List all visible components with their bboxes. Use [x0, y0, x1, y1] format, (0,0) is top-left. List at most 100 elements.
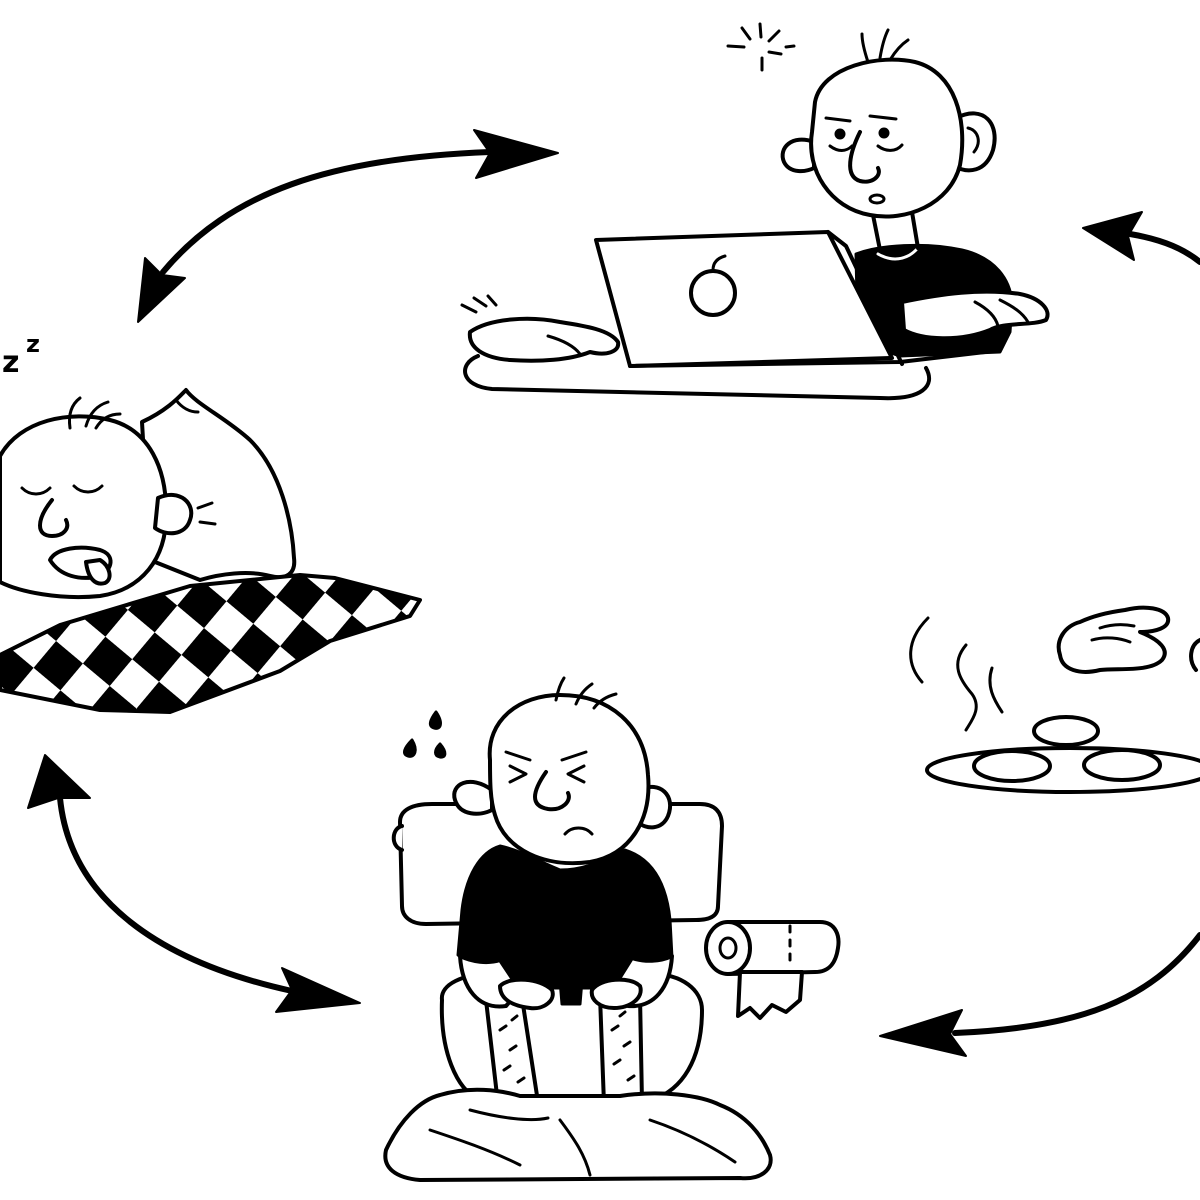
- eating-scene: [909, 605, 1200, 794]
- steam-line: [956, 643, 978, 732]
- finger-line: [1090, 636, 1132, 644]
- partial-hand-edge: [1189, 638, 1200, 672]
- arrow-head-to-toilet: [879, 1009, 967, 1057]
- steam-line: [909, 616, 930, 684]
- arrow-eat-toilet-shaft: [952, 932, 1200, 1036]
- sleeper-closed-eye: [20, 486, 52, 496]
- spark-line: [767, 29, 781, 43]
- toilet-flush-handle: [391, 824, 404, 852]
- left-hand: [498, 977, 555, 1011]
- spark-line: [767, 50, 783, 56]
- laptop-lid: [594, 230, 894, 368]
- pants-fold: [558, 1118, 592, 1177]
- desk-surface-outline: [463, 354, 932, 401]
- laptop-base-edge: [628, 350, 987, 368]
- leg-hair: [498, 1014, 526, 1084]
- right-leg: [598, 994, 644, 1106]
- right-hand: [589, 977, 643, 1010]
- worker-nose: [848, 130, 881, 184]
- toilet-person-hair-strand: [574, 682, 594, 706]
- food-item: [1032, 715, 1100, 747]
- typing-motion-line: [472, 296, 488, 308]
- toilet-paper-roll-end: [704, 920, 752, 976]
- cycle-arrows: [27, 129, 1200, 1057]
- finger-line: [1098, 623, 1136, 630]
- worker-hair-strand: [860, 32, 870, 64]
- checkered-blanket: [0, 573, 422, 714]
- spark-line: [726, 44, 746, 49]
- toilet-person-left-brow: [504, 750, 532, 762]
- worker-neck-right: [910, 210, 920, 250]
- finger-line: [998, 298, 1030, 324]
- laptop-worker-scene: [460, 22, 1050, 401]
- worker-right-brow: [868, 114, 898, 121]
- leg-hair: [610, 1010, 636, 1082]
- toilet-person-hair-strand: [592, 692, 618, 710]
- arrow-head-to-work-right: [1082, 211, 1143, 261]
- sleeping-scene: z z: [0, 330, 422, 714]
- sleeper-tongue: [84, 558, 112, 586]
- sleep-z-mark: z: [2, 345, 19, 380]
- typing-motion-line: [486, 294, 498, 307]
- worker-hair-strand: [878, 28, 890, 60]
- spark-line: [740, 26, 752, 41]
- worker-eye-bag: [828, 144, 854, 152]
- arrow-sleep-toilet-shaft: [57, 795, 295, 994]
- arrow-head-to-work: [473, 129, 559, 179]
- sleeper-hair-strand: [68, 396, 82, 430]
- sweat-drop-icon: [403, 738, 417, 758]
- toilet-paper-icon: [704, 920, 841, 1020]
- steam-line: [988, 666, 1004, 714]
- worker-eye-bag: [876, 143, 904, 152]
- spark-line: [784, 44, 796, 49]
- typing-motion-line: [460, 303, 478, 314]
- finger-line: [973, 300, 1000, 328]
- toilet-paper-sheet: [736, 970, 804, 1020]
- eating-hand: [1056, 605, 1171, 674]
- arrow-head-to-sleep: [137, 257, 186, 323]
- worker-collar: [876, 248, 918, 261]
- arrow-sleep-work-shaft: [160, 149, 493, 275]
- worker-inner-ear: [966, 126, 980, 154]
- food-item: [1082, 748, 1162, 782]
- toilet-person-frown: [563, 826, 594, 836]
- pants-fold: [468, 1108, 550, 1122]
- food-item: [972, 749, 1052, 783]
- toilet-person-squint-eye: [508, 764, 528, 784]
- sleeper-hair-strand: [84, 400, 110, 428]
- toilet-paper-roll-body: [726, 920, 841, 976]
- laptop-lid-edge: [826, 230, 904, 366]
- toilet-person-hair-strand: [554, 676, 566, 702]
- arrow-eat-work-shaft: [1127, 231, 1200, 265]
- worker-left-hand: [467, 316, 621, 363]
- arrow-head-to-toilet-left: [275, 967, 361, 1013]
- toilet-person-neck: [538, 858, 543, 882]
- worker-right-ear: [952, 111, 997, 173]
- pillow-tuft: [174, 398, 200, 414]
- worker-left-brow: [824, 116, 852, 123]
- toilet-person-squint-eye: [566, 764, 586, 784]
- worker-head: [809, 57, 965, 219]
- toilet-person-left-ear: [452, 779, 494, 816]
- stress-spark-icon: [726, 22, 796, 72]
- arrow-head-to-sleep-bottom: [27, 754, 91, 809]
- pants-fold: [428, 1128, 522, 1167]
- worker-mouth: [868, 193, 886, 205]
- toilet-person-nose: [533, 770, 571, 812]
- toilet-person-right-brow: [560, 750, 588, 762]
- snore-line: [196, 501, 214, 510]
- worker-left-ear: [780, 137, 816, 174]
- sleeper-nose: [38, 498, 70, 538]
- apple-logo-icon: [689, 254, 737, 317]
- finger-line: [546, 334, 582, 356]
- sweat-drop-icon: [434, 742, 447, 759]
- toilet-paper-core: [718, 936, 738, 960]
- apple-logo-leaf: [711, 254, 727, 272]
- worker-right-eye: [878, 127, 890, 139]
- toilet-scene: [383, 676, 841, 1182]
- spark-line: [758, 22, 763, 39]
- pants-fold: [648, 1118, 737, 1164]
- sleeper-hair-strand: [94, 412, 122, 430]
- toilet-person-head: [487, 693, 651, 866]
